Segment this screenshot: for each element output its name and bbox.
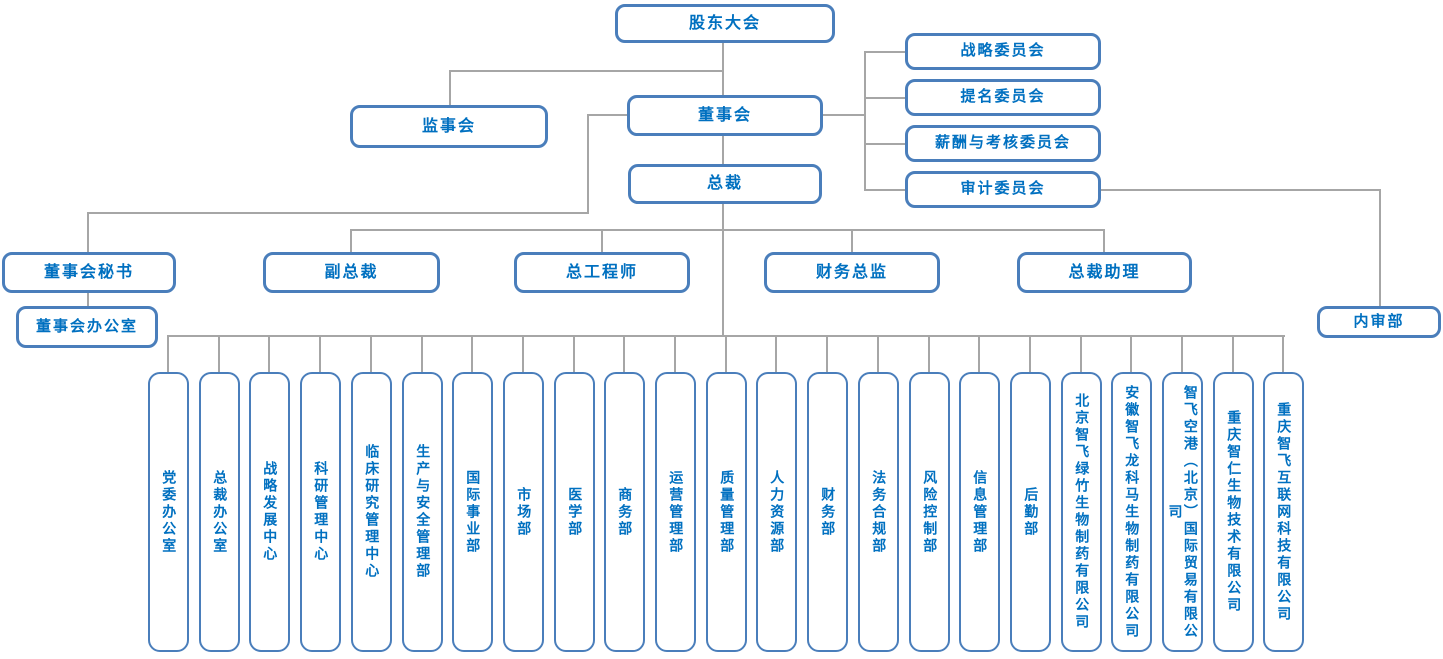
connector-line [268,335,270,372]
connector-line [722,135,724,164]
exec-box-board-secretary: 董事会秘书 [2,252,176,293]
department-box: 人力资源部 [756,372,797,652]
committee-box-nomination: 提名委员会 [905,79,1101,116]
connector-line [370,335,372,372]
connector-line [450,70,724,72]
connector-line [851,229,853,252]
department-box: 临床研究管理中心 [351,372,392,652]
connector-line [87,212,89,252]
department-box: 总裁办公室 [199,372,240,652]
department-box: 重庆智仁生物技术有限公司 [1213,372,1254,652]
committee-box-compensation-appraisal: 薪酬与考核委员会 [905,125,1101,162]
connector-line [866,97,905,99]
connector-line [775,335,777,372]
department-box: 法务合规部 [858,372,899,652]
connector-line [1130,335,1132,372]
board-of-directors-box: 董事会 [627,95,823,136]
connector-line [471,335,473,372]
exec-box-chief-engineer: 总工程师 [514,252,690,293]
connector-line [978,335,980,372]
connector-line [87,212,589,214]
department-box: 质量管理部 [706,372,747,652]
exec-box-vice-president: 副总裁 [263,252,440,293]
connector-line [722,204,724,336]
connector-line [449,70,451,106]
connector-line [1101,189,1381,191]
connector-line [1282,335,1284,372]
internal-audit-box: 内审部 [1317,306,1441,338]
connector-line [866,143,905,145]
board-office-box: 董事会办公室 [16,306,158,348]
shareholders-meeting-box: 股东大会 [615,4,835,43]
exec-box-finance-director: 财务总监 [764,252,940,293]
committee-box-audit: 审计委员会 [905,171,1101,208]
connector-line [1181,335,1183,372]
department-box: 医学部 [554,372,595,652]
department-box: 安徽智飞龙科马生物制药有限公司 [1111,372,1152,652]
president-box: 总裁 [628,164,822,204]
connector-line [1103,229,1105,252]
department-box: 重庆智飞互联网科技有限公司 [1263,372,1304,652]
connector-line [866,51,905,53]
committee-box-strategy: 战略委员会 [905,33,1101,70]
connector-line [928,335,930,372]
connector-line [573,335,575,372]
connector-line [1379,189,1381,306]
department-box: 财务部 [807,372,848,652]
connector-line [725,335,727,372]
connector-line [623,335,625,372]
department-box: 市场部 [503,372,544,652]
connector-line [587,114,589,214]
connector-line [1080,335,1082,372]
connector-line [587,114,627,116]
department-box: 风险控制部 [909,372,950,652]
connector-line [866,189,905,191]
connector-line [722,43,724,96]
connector-line [87,293,89,306]
supervisory-board-box: 监事会 [350,105,548,148]
connector-line [522,335,524,372]
connector-line [319,335,321,372]
connector-line [1232,335,1234,372]
department-box: 北京智飞绿竹生物制药有限公司 [1061,372,1102,652]
connector-line [823,114,866,116]
connector-line [826,335,828,372]
department-box: 科研管理中心 [300,372,341,652]
department-box: 信息管理部 [959,372,1000,652]
department-box: 党委办公室 [148,372,189,652]
department-box: 智飞空港（北京）国际贸易有限公司 [1162,372,1203,652]
department-box: 生产与安全管理部 [402,372,443,652]
connector-line [674,335,676,372]
connector-line [351,229,1105,231]
department-box: 后勤部 [1010,372,1051,652]
connector-line [167,335,169,372]
connector-line [421,335,423,372]
connector-line [864,51,866,191]
connector-line [877,335,879,372]
connector-line [601,229,603,252]
connector-line [350,229,352,252]
department-box: 商务部 [604,372,645,652]
connector-line [1029,335,1031,372]
department-box: 战略发展中心 [249,372,290,652]
exec-box-president-assistant: 总裁助理 [1017,252,1192,293]
connector-line [218,335,220,372]
department-box: 运营管理部 [655,372,696,652]
department-box: 国际事业部 [452,372,493,652]
